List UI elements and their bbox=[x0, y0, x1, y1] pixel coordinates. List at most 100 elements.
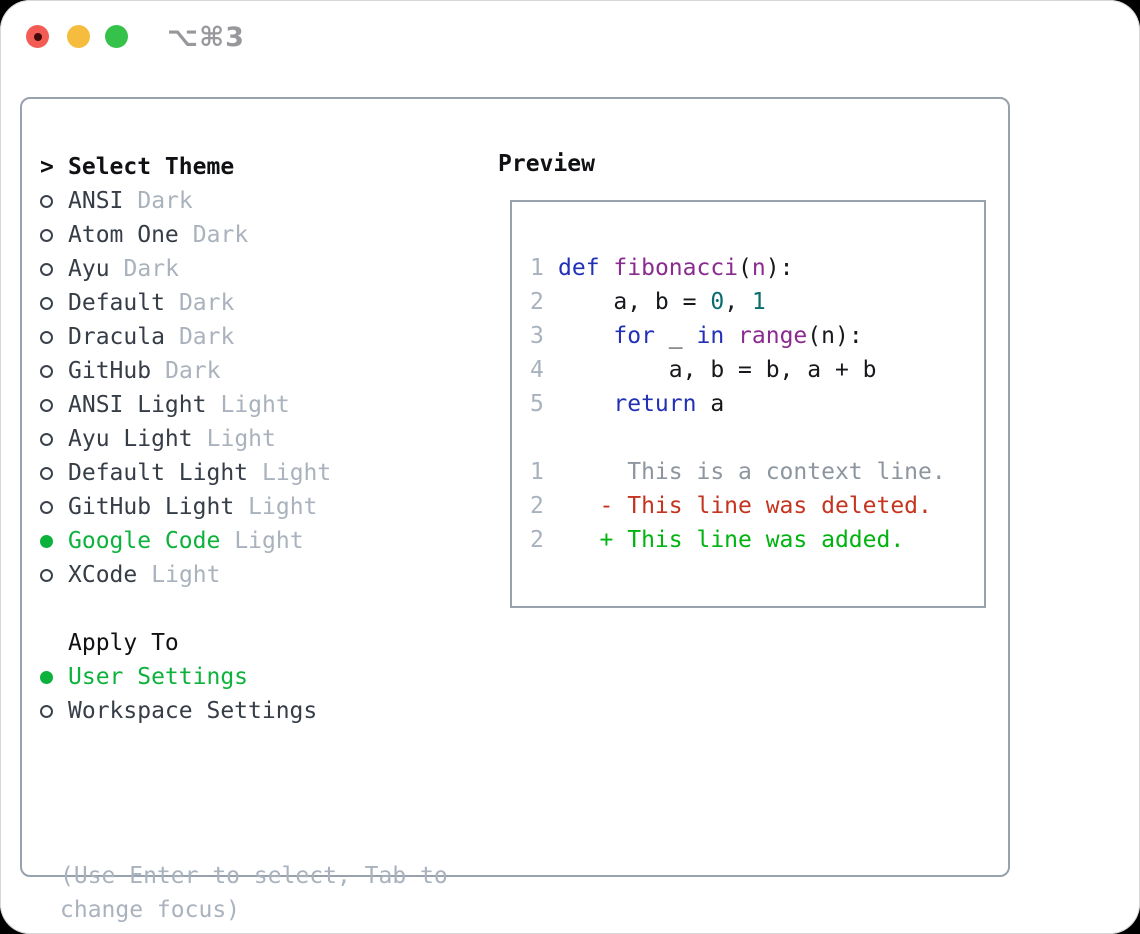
theme-name: Ayu bbox=[68, 256, 110, 282]
code-token-keyword: def bbox=[558, 255, 600, 281]
close-button[interactable] bbox=[26, 25, 49, 48]
radio-icon bbox=[40, 296, 68, 310]
theme-name: Atom One bbox=[68, 222, 179, 248]
theme-name: Ayu Light bbox=[68, 426, 193, 452]
apply-option-label: User Settings bbox=[68, 664, 249, 690]
theme-option-github[interactable]: GitHub Dark bbox=[40, 354, 331, 388]
apply-to-label: Apply To bbox=[68, 630, 179, 656]
apply-option-workspace-settings[interactable]: Workspace Settings bbox=[40, 694, 331, 728]
theme-name: XCode bbox=[68, 562, 138, 588]
code-token-number: 0 bbox=[710, 289, 725, 315]
diff-text: - This line was deleted. bbox=[558, 493, 932, 519]
radio-icon bbox=[40, 500, 68, 514]
radio-icon bbox=[40, 330, 68, 344]
theme-name: GitHub Light bbox=[68, 494, 235, 520]
code-line: 2 a, b = 0, 1 bbox=[530, 285, 946, 319]
theme-option-ayu[interactable]: Ayu Dark bbox=[40, 252, 331, 286]
line-number: 2 bbox=[530, 527, 544, 553]
theme-option-atom-one[interactable]: Atom One Dark bbox=[40, 218, 331, 252]
code-token-keyword: for bbox=[613, 323, 655, 349]
diff-line-add: 2 + This line was added. bbox=[530, 523, 946, 557]
code-token-plain bbox=[600, 255, 614, 281]
theme-variant-label: Dark bbox=[123, 256, 179, 282]
radio-icon bbox=[40, 466, 68, 480]
line-number: 1 bbox=[530, 459, 544, 485]
theme-variant-label: Dark bbox=[165, 358, 221, 384]
radio-icon bbox=[40, 398, 68, 412]
code-token-plain: a bbox=[696, 391, 725, 417]
select-theme-heading: > Select Theme bbox=[40, 150, 331, 184]
diff-line-del: 2 - This line was deleted. bbox=[530, 489, 946, 523]
line-number: 4 bbox=[530, 357, 544, 383]
theme-name: ANSI bbox=[68, 188, 124, 214]
code-token-function: n bbox=[751, 255, 766, 281]
radio-icon bbox=[40, 364, 68, 378]
theme-name: Dracula bbox=[68, 324, 165, 350]
preview-box bbox=[510, 200, 986, 608]
radio-icon bbox=[40, 704, 68, 718]
code-line: 5 return a bbox=[530, 387, 946, 421]
maximize-button[interactable] bbox=[105, 25, 128, 48]
theme-option-github-light[interactable]: GitHub Light Light bbox=[40, 490, 331, 524]
theme-variant-label: Light bbox=[151, 562, 221, 588]
code-token-function: fibonacci bbox=[613, 255, 739, 281]
code-token-keyword: in bbox=[696, 323, 725, 349]
theme-variant-label: Dark bbox=[137, 188, 193, 214]
titlebar: ⌥⌘3 bbox=[0, 0, 1140, 97]
radio-selected-icon bbox=[40, 670, 68, 684]
theme-name: GitHub bbox=[68, 358, 152, 384]
code-token-plain: _ bbox=[654, 323, 697, 349]
code-token-plain: (n): bbox=[807, 323, 863, 349]
code-line: 4 a, b = b, a + b bbox=[530, 353, 946, 387]
help-text: (Use Enter to select, Tab to change focu… bbox=[60, 863, 448, 923]
theme-variant-label: Light bbox=[220, 392, 290, 418]
focus-caret-icon: > bbox=[40, 154, 54, 180]
theme-variant-label: Dark bbox=[178, 324, 235, 350]
theme-option-ansi[interactable]: ANSI Dark bbox=[40, 184, 331, 218]
theme-name: Default Light bbox=[68, 460, 249, 486]
code-token-plain bbox=[558, 323, 613, 349]
theme-name: ANSI Light bbox=[68, 392, 207, 418]
code-token-plain bbox=[558, 391, 613, 417]
theme-option-xcode[interactable]: XCode Light bbox=[40, 558, 331, 592]
apply-option-user-settings[interactable]: User Settings bbox=[40, 660, 331, 694]
code-token-number: 1 bbox=[751, 289, 766, 315]
code-token-plain: , bbox=[724, 289, 752, 315]
theme-option-dracula[interactable]: Dracula Dark bbox=[40, 320, 331, 354]
window-title: ⌥⌘3 bbox=[167, 22, 245, 53]
theme-variant-label: Light bbox=[248, 494, 318, 520]
radio-selected-icon bbox=[40, 534, 68, 548]
theme-option-default-light[interactable]: Default Light Light bbox=[40, 456, 331, 490]
theme-name: Default bbox=[68, 290, 165, 316]
theme-option-ansi-light[interactable]: ANSI Light Light bbox=[40, 388, 331, 422]
spacer bbox=[530, 421, 946, 455]
theme-variant-label: Light bbox=[206, 426, 276, 452]
line-number: 3 bbox=[530, 323, 544, 349]
select-theme-label: Select Theme bbox=[68, 154, 235, 180]
radio-icon bbox=[40, 432, 68, 446]
code-token-plain bbox=[724, 323, 738, 349]
line-number: 5 bbox=[530, 391, 544, 417]
theme-variant-label: Light bbox=[262, 460, 332, 486]
unsaved-dot-icon bbox=[34, 33, 42, 41]
code-token-plain: a, b = bbox=[558, 289, 711, 315]
theme-option-ayu-light[interactable]: Ayu Light Light bbox=[40, 422, 331, 456]
code-token-plain: a, b = b, a + b bbox=[558, 357, 877, 383]
apply-option-label: Workspace Settings bbox=[68, 698, 318, 724]
diff-line-ctx: 1 This is a context line. bbox=[530, 455, 946, 489]
line-number: 2 bbox=[530, 289, 544, 315]
apply-to-heading: Apply To bbox=[40, 626, 331, 660]
theme-variant-label: Dark bbox=[192, 222, 249, 248]
preview-heading: Preview bbox=[498, 151, 595, 177]
spacer bbox=[40, 592, 331, 626]
radio-icon bbox=[40, 262, 68, 276]
code-token-keyword: return bbox=[613, 391, 697, 417]
minimize-button[interactable] bbox=[67, 25, 90, 48]
